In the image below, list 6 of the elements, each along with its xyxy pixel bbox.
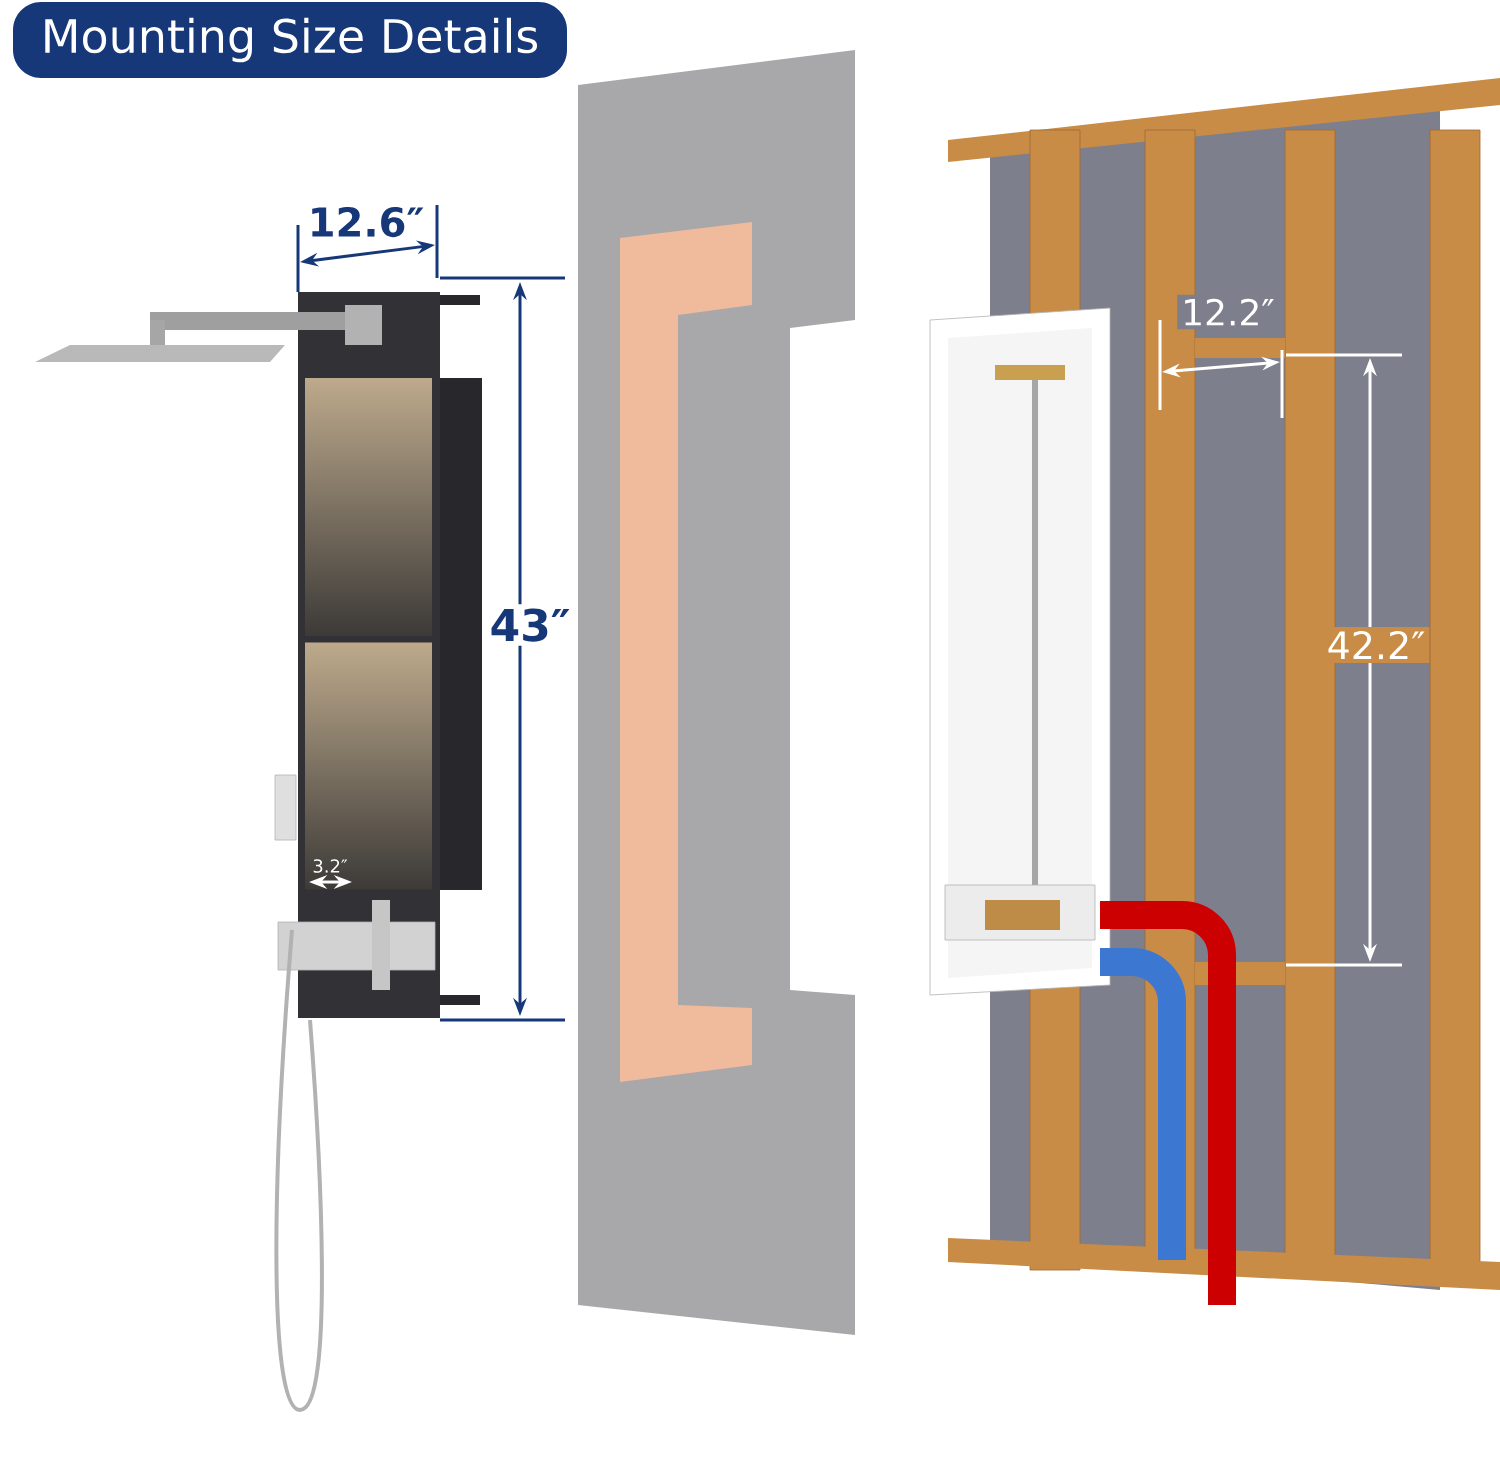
title-banner: Mounting Size Details [13,2,567,78]
dimension-label: 43″ [485,604,575,646]
dimension-label: 12.6″ [312,206,424,238]
dimension-label: 42.2″ [1322,626,1430,664]
dimension-label: 12.2″ [1177,294,1279,330]
dimension-label: 3.2″ [313,859,348,873]
